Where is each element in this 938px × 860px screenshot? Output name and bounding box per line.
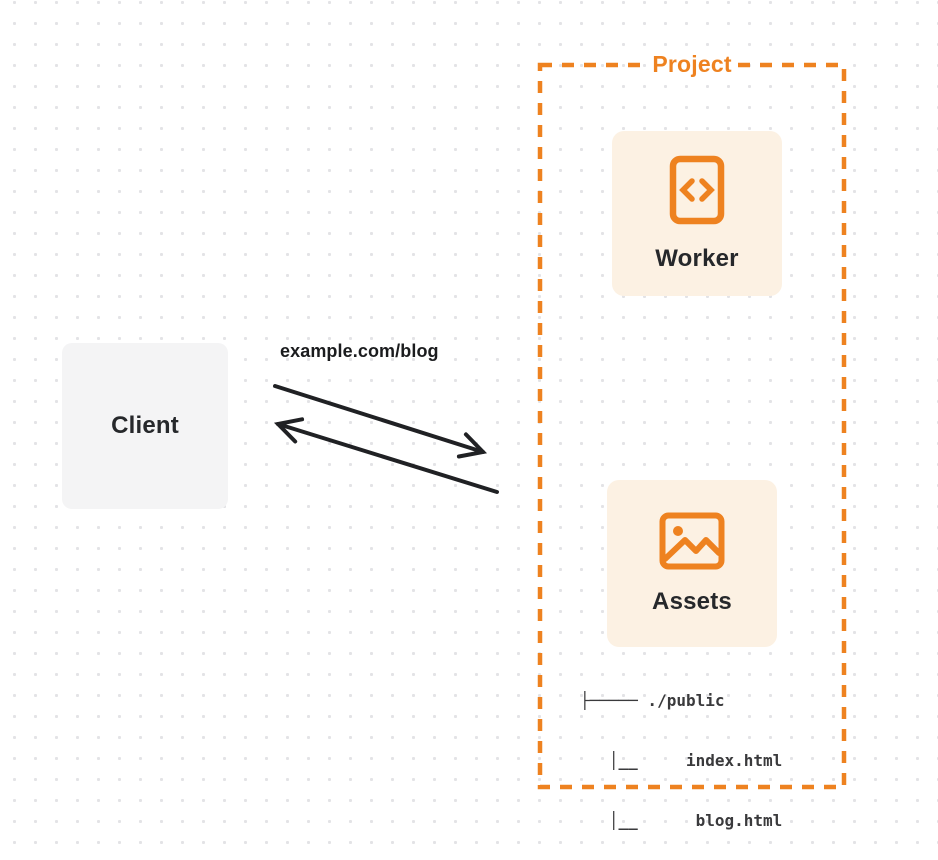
image-icon (659, 512, 725, 569)
project-label-wrap: Project (540, 51, 844, 78)
code-file-icon (669, 155, 725, 224)
assets-file-tree: ├───── ./public │__ index.html │__ blog.… (580, 651, 782, 860)
assets-label: Assets (652, 587, 732, 615)
client-label: Client (111, 412, 179, 439)
project-label: Project (647, 51, 737, 78)
worker-node: Worker (612, 131, 782, 296)
request-url-label: example.com/blog (280, 341, 439, 361)
project-boundary (537, 62, 847, 790)
file-tree-item: │__ index.html (580, 751, 783, 770)
worker-label: Worker (655, 244, 739, 272)
response-arrow (273, 417, 499, 494)
file-tree-item: │__ blog.html (580, 811, 783, 830)
file-tree-root: ├───── ./public (580, 691, 725, 710)
assets-node: Assets (607, 480, 777, 647)
request-arrow (273, 384, 488, 459)
client-node: Client (62, 343, 228, 509)
